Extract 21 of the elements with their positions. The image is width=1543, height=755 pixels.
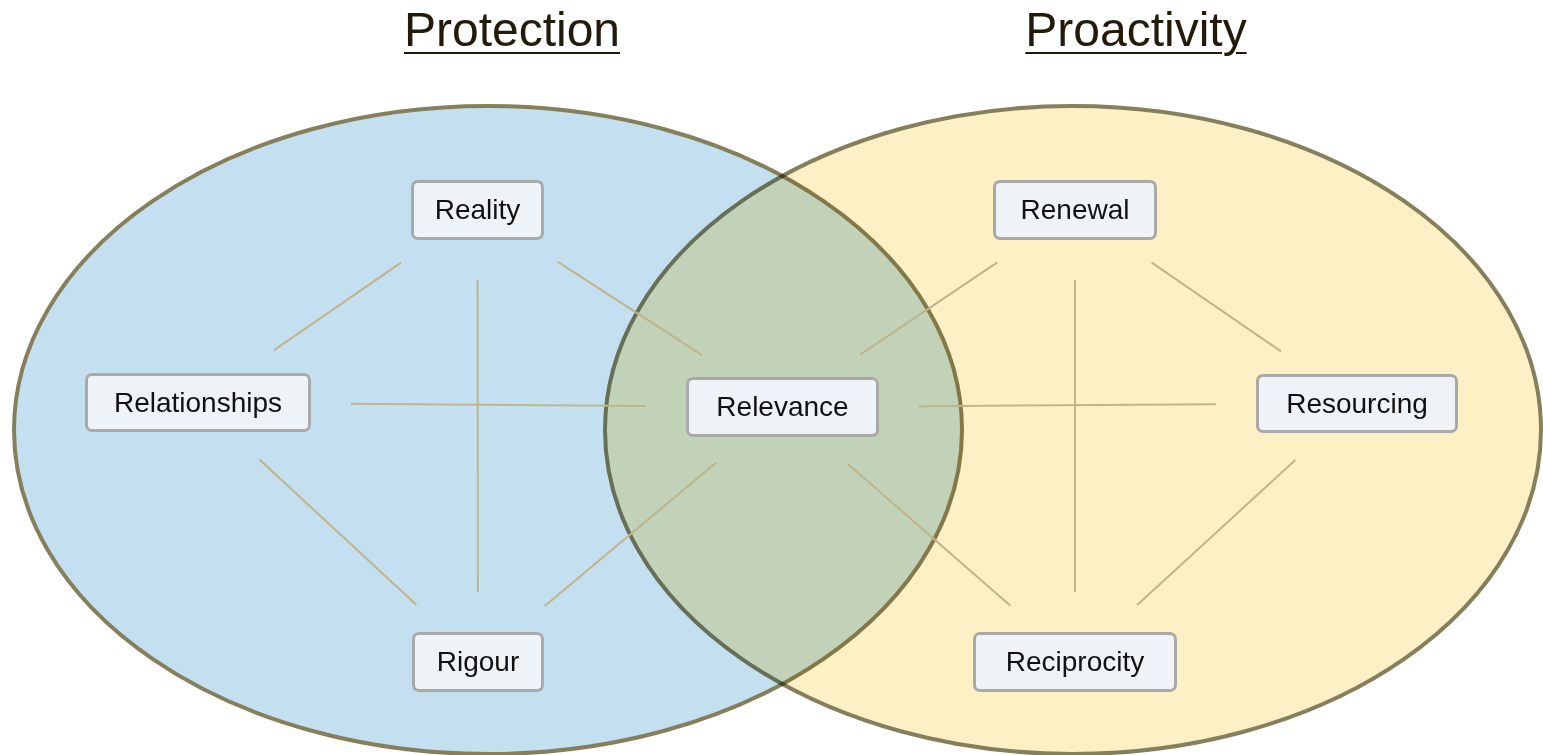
set-title: Protection: [403, 2, 621, 57]
concept-box: Renewal: [993, 180, 1157, 240]
connector-line: [476, 279, 479, 593]
concept-box: Relationships: [85, 373, 311, 432]
connector-line: [543, 461, 717, 608]
set-title: Proactivity: [1025, 2, 1247, 57]
connector-line: [258, 458, 418, 606]
connector-line: [1074, 279, 1076, 593]
connector-line: [350, 402, 647, 407]
concept-box: Rigour: [412, 632, 544, 692]
connector-line: [1150, 261, 1283, 353]
concept-box: Relevance: [686, 377, 879, 437]
connector-line: [1136, 459, 1297, 606]
connector-line: [272, 261, 402, 352]
connector-line: [556, 260, 704, 357]
connector-line: [918, 403, 1217, 408]
connector-line: [846, 462, 1012, 607]
concept-box: Resourcing: [1256, 374, 1458, 433]
connector-line: [859, 261, 999, 356]
concept-box: Reality: [411, 180, 544, 240]
concept-box: Reciprocity: [973, 632, 1177, 692]
